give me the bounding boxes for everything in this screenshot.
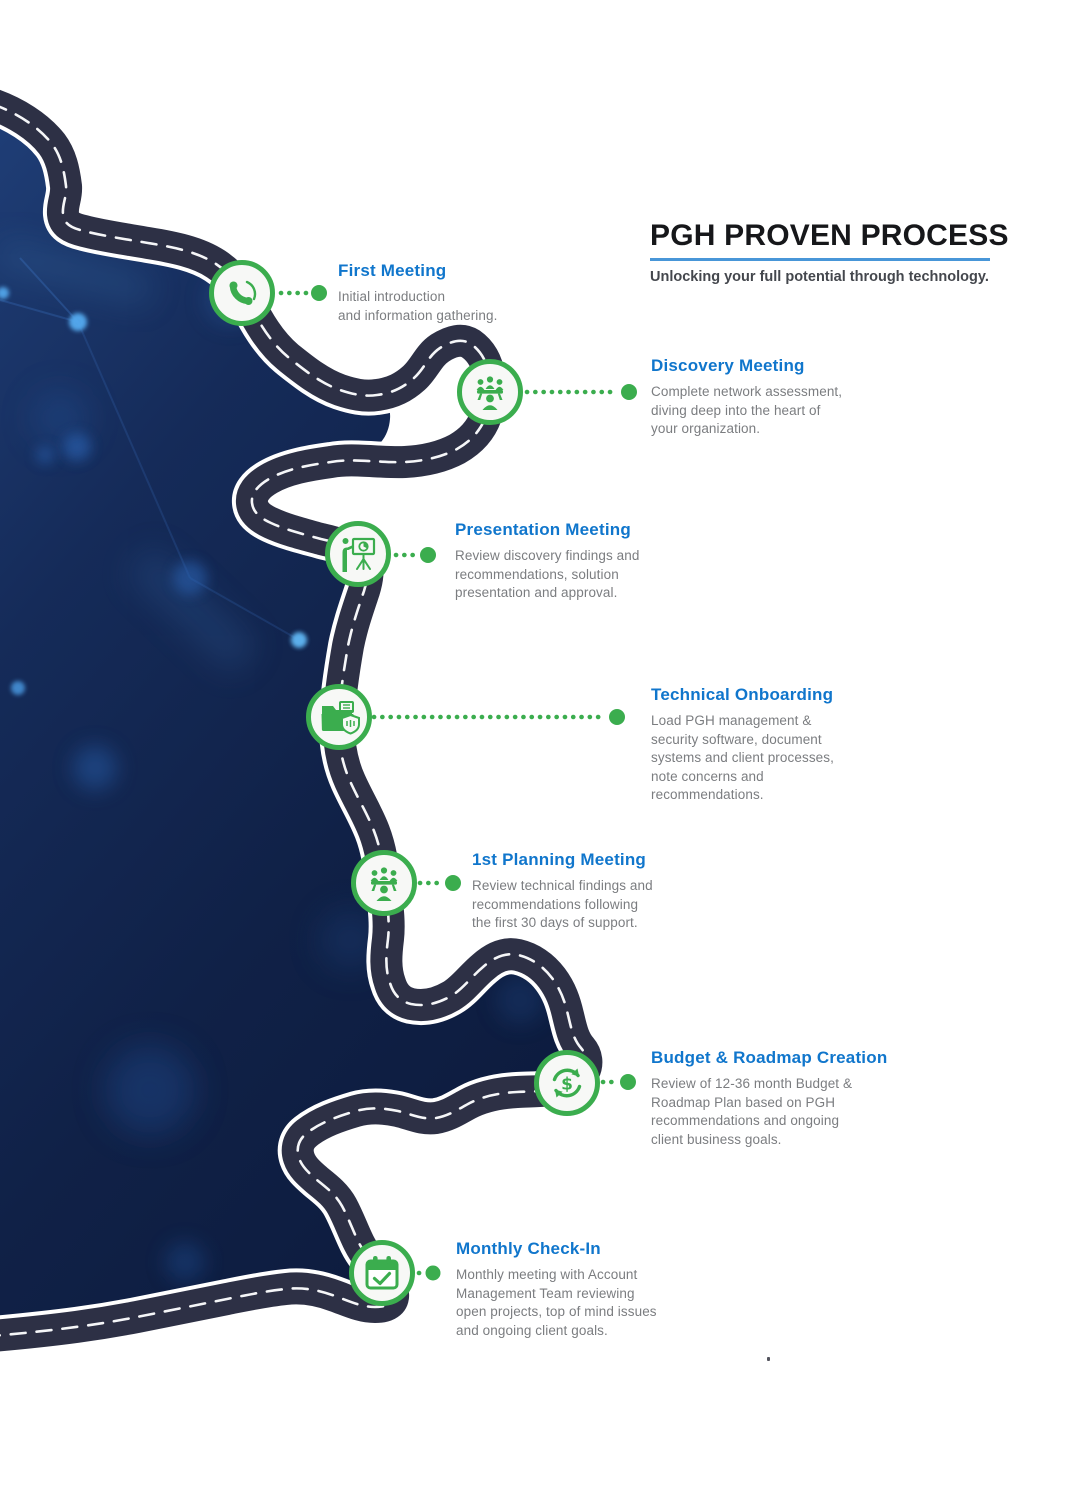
- page-title: PGH PROVEN PROCESS: [650, 219, 1009, 252]
- title-underline: [650, 258, 990, 261]
- calendar-check-icon: [349, 1240, 415, 1306]
- step-first-meeting: First Meeting Initial introduction and i…: [338, 261, 497, 325]
- dollar-symbol: $: [561, 1075, 573, 1095]
- dollar-refresh-icon: $: [534, 1050, 600, 1116]
- step-title: Monthly Check-In: [456, 1239, 601, 1258]
- blue-terrain-shape: [0, 107, 587, 1336]
- step-discovery-meeting: Discovery Meeting Complete network asses…: [651, 356, 842, 439]
- phone-icon: [209, 260, 275, 326]
- connector-dot-planning: [445, 875, 461, 891]
- connector-dot-discovery: [621, 384, 637, 400]
- step-technical-onboarding: Technical Onboarding Load PGH management…: [651, 685, 834, 805]
- step-presentation-meeting: Presentation Meeting Review discovery fi…: [455, 520, 640, 603]
- meeting-glyph: [370, 867, 398, 901]
- presentation-glyph: [342, 537, 376, 572]
- step-description: Review of 12-36 month Budget & Roadmap P…: [651, 1076, 853, 1147]
- page-subtitle: Unlocking your full potential through te…: [650, 269, 989, 285]
- presentation-easel-icon: [325, 521, 391, 587]
- step-title: Technical Onboarding: [651, 685, 834, 704]
- step-title: Presentation Meeting: [455, 520, 631, 539]
- step-description: Load PGH management & security software,…: [651, 713, 834, 802]
- dollar-refresh-glyph: $: [552, 1068, 582, 1098]
- folder-shield-glyph: [321, 701, 360, 735]
- meeting-table-icon: [351, 850, 417, 916]
- calendar-check-glyph: [365, 1256, 399, 1290]
- stray-mark: [767, 1357, 770, 1361]
- connector-dot-budget: [620, 1074, 636, 1090]
- step-description: Review discovery findings and recommenda…: [455, 548, 640, 600]
- step-budget-roadmap-creation: Budget & Roadmap Creation Review of 12-3…: [651, 1048, 887, 1149]
- step-monthly-check-in: Monthly Check-In Monthly meeting with Ac…: [456, 1239, 657, 1340]
- step-title: 1st Planning Meeting: [472, 850, 647, 869]
- header: PGH PROVEN PROCESS Unlocking your full p…: [650, 219, 1010, 285]
- step-title: Discovery Meeting: [651, 356, 805, 375]
- connector-dot-technical: [609, 709, 625, 725]
- step-first-planning-meeting: 1st Planning Meeting Review technical fi…: [472, 850, 653, 933]
- connector-dot-monthly: [425, 1265, 441, 1281]
- step-description: Complete network assessment, diving deep…: [651, 384, 843, 436]
- step-description: Monthly meeting with Account Management …: [456, 1267, 657, 1338]
- step-title: Budget & Roadmap Creation: [651, 1048, 888, 1067]
- connector-dot-first-meeting: [311, 285, 327, 301]
- step-title: First Meeting: [338, 261, 447, 280]
- step-description: Review technical findings and recommenda…: [472, 878, 653, 930]
- bokeh-lights: [0, 237, 545, 1282]
- connector-dot-presentation: [420, 547, 436, 563]
- folder-shield-icon: [306, 684, 372, 750]
- phone-glyph: [229, 280, 257, 305]
- step-description: Initial introduction and information gat…: [338, 289, 498, 323]
- connectors: [278, 285, 637, 1281]
- meeting-glyph: [476, 376, 504, 410]
- meeting-table-icon: [457, 359, 523, 425]
